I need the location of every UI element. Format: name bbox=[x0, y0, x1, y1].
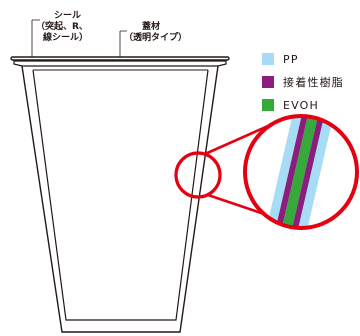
pp-outer-layer bbox=[262, 116, 306, 228]
lid-leader-line bbox=[119, 30, 127, 57]
evoh-layer bbox=[277, 116, 322, 228]
legend-label-pp: PP bbox=[283, 52, 299, 66]
seal-label-line3: 線シール） bbox=[43, 33, 89, 43]
lid-label-line2: （透明タイプ） bbox=[124, 33, 188, 43]
legend-item-evoh: EVOH bbox=[262, 98, 319, 112]
legend-swatch-pp bbox=[262, 53, 274, 65]
seal-label-line1: シール bbox=[54, 11, 82, 21]
cup-flange bbox=[13, 60, 227, 67]
cup-inner-wall bbox=[32, 69, 209, 321]
legend-swatch-evoh bbox=[262, 99, 274, 111]
zoom-circle bbox=[243, 114, 359, 230]
zoomed-wall-layers bbox=[245, 116, 357, 228]
adhesive-inner-layer bbox=[287, 116, 327, 228]
wall-callout-circle bbox=[174, 151, 222, 199]
lid-film bbox=[10, 56, 230, 61]
legend-item-adhesive: 接着性樹脂 bbox=[262, 75, 344, 89]
seal-label-line2: （突起、R、 bbox=[36, 22, 88, 32]
seal-leader-line bbox=[31, 19, 40, 57]
legend-label-evoh: EVOH bbox=[283, 98, 320, 112]
legend-swatch-adhesive bbox=[262, 76, 274, 88]
zoom-connector-top bbox=[204, 124, 269, 156]
legend-label-adhesive: 接着性樹脂 bbox=[283, 76, 344, 89]
lid-label-line1: 蓋材 bbox=[142, 22, 161, 32]
legend-item-pp: PP bbox=[262, 52, 299, 66]
cup-outer-wall bbox=[21, 65, 219, 333]
pp-inner-layer bbox=[293, 116, 336, 228]
adhesive-outer-layer bbox=[271, 116, 312, 228]
